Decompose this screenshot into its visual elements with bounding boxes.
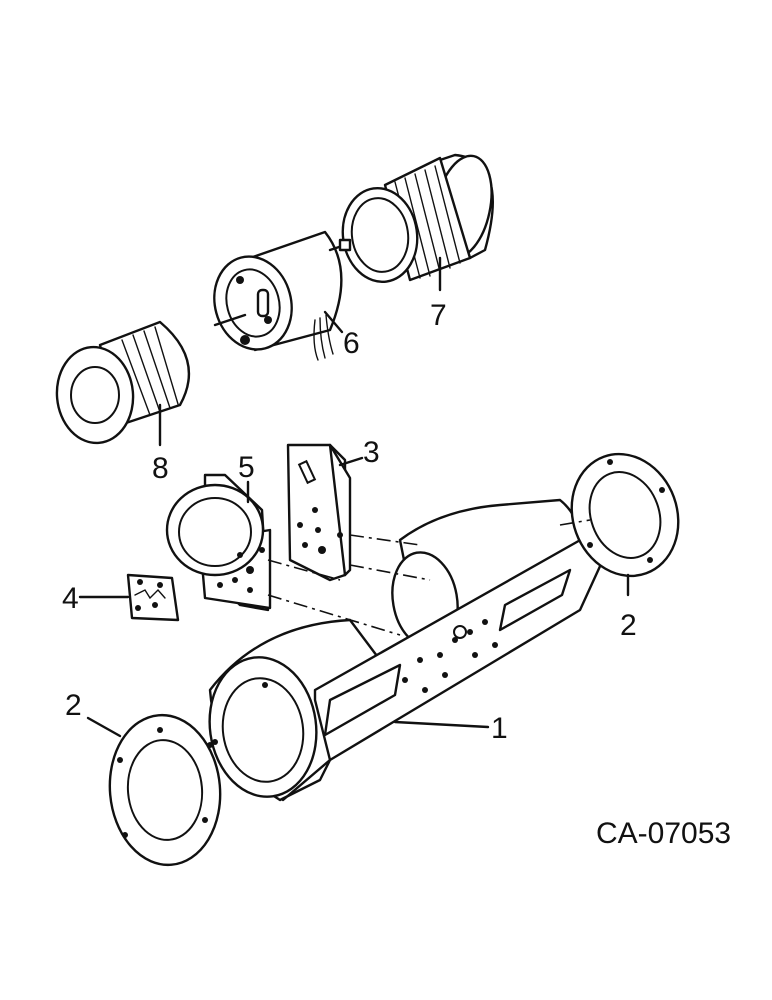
figure-code: CA-07053 — [596, 817, 731, 850]
resistor-board — [78, 573, 180, 622]
callout-8: 8 — [152, 452, 169, 485]
blower-wheel-left — [55, 320, 191, 447]
assembly-lines — [267, 519, 591, 636]
mounting-bracket-left — [165, 473, 272, 612]
callout-5: 5 — [238, 451, 255, 484]
callout-2-left: 2 — [65, 689, 82, 722]
leader-line-1 — [393, 720, 490, 729]
callout-7: 7 — [430, 299, 447, 332]
callout-2-right: 2 — [620, 609, 637, 642]
flange-ring-left — [86, 713, 222, 867]
callout-6: 6 — [343, 327, 360, 360]
callout-4: 4 — [62, 582, 79, 615]
callout-3: 3 — [363, 436, 380, 469]
mounting-bracket-right — [286, 443, 364, 582]
blower-wheel-right — [341, 153, 494, 292]
blower-housing — [208, 498, 614, 802]
callout-1: 1 — [491, 712, 508, 745]
blower-motor — [213, 230, 352, 361]
flange-ring-right — [570, 452, 680, 597]
